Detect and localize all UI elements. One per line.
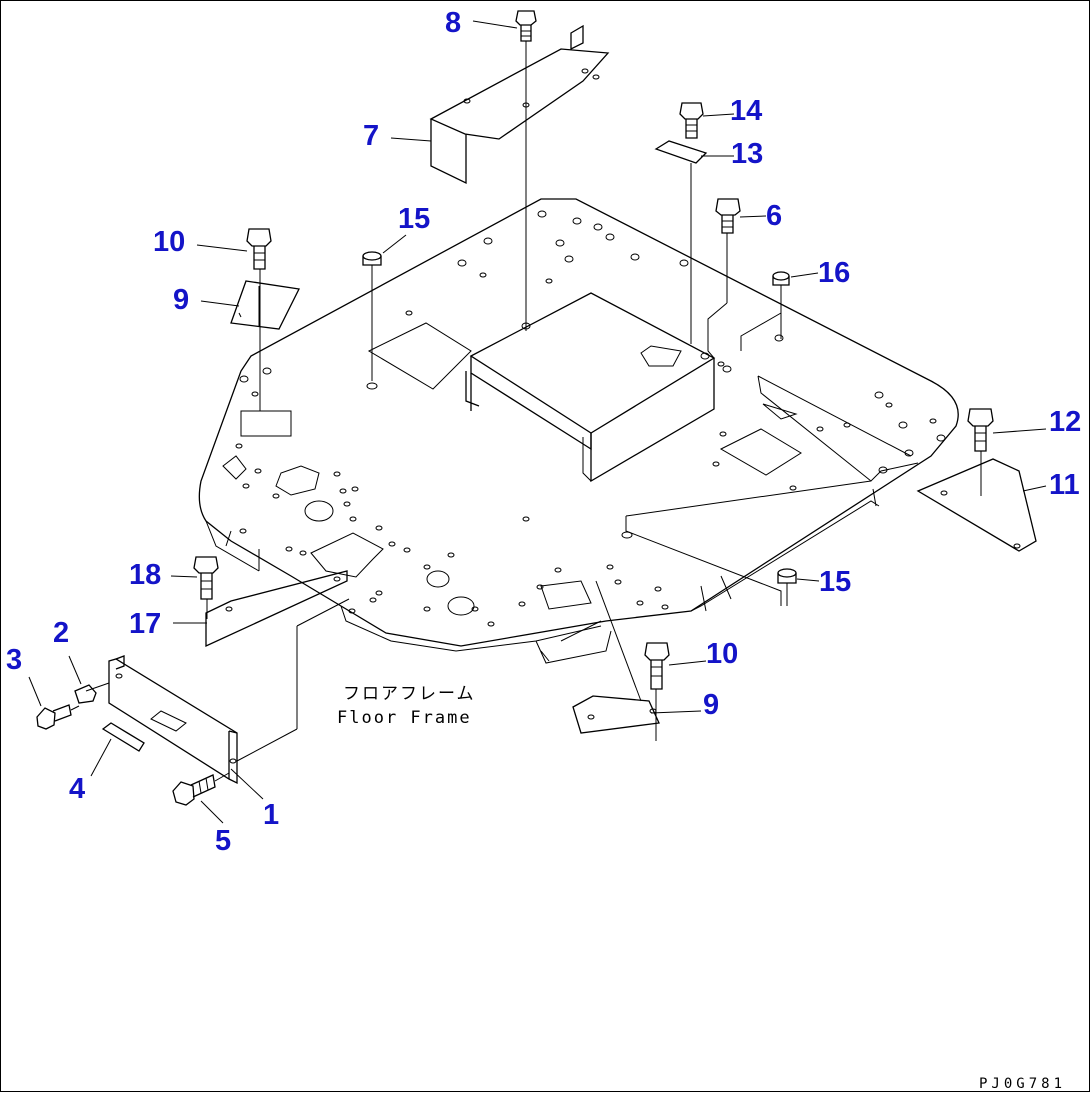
callout-8: 8 [445, 7, 461, 39]
callout-18: 18 [129, 559, 161, 591]
part-3-bolt [36, 704, 80, 730]
part-9-plate-lower [572, 695, 660, 734]
callout-1: 1 [263, 799, 279, 831]
floor-plate-holes [235, 210, 946, 627]
part-15-plug-lower [777, 568, 797, 606]
callout-9-upper: 9 [173, 284, 189, 316]
part-1-cover-plate [108, 598, 350, 785]
callout-17: 17 [129, 608, 161, 640]
callout-3: 3 [6, 644, 22, 676]
part-14-bolt [679, 102, 704, 344]
callout-14: 14 [730, 95, 762, 127]
callout-15-lower: 15 [819, 566, 851, 598]
callout-16: 16 [818, 257, 850, 289]
caption-english: Floor Frame [337, 708, 472, 728]
callout-12: 12 [1049, 406, 1081, 438]
drawing-code: PJ0G781 [979, 1076, 1066, 1092]
front-step-bracket [535, 630, 612, 664]
plate-cutout-right [719, 428, 802, 476]
part-11-plate [916, 458, 1037, 552]
part-5-bolt [172, 772, 230, 806]
console-box [465, 292, 725, 483]
part-10-bolt-upper [246, 228, 272, 411]
callout-10-lower: 10 [706, 638, 738, 670]
floor-plate-outline [198, 198, 959, 647]
part-10-bolt-lower [595, 580, 670, 741]
callout-5: 5 [215, 825, 231, 857]
callout-10-upper: 10 [153, 226, 185, 258]
part-8-bolt [515, 10, 537, 331]
plate-cutout [240, 410, 292, 437]
callout-2: 2 [53, 617, 69, 649]
part-17-bracket [205, 570, 348, 648]
part-9-plate-upper [230, 280, 300, 330]
part-4-strip [101, 722, 145, 752]
part-13-plate [654, 140, 708, 164]
callout-6: 6 [766, 200, 782, 232]
part-7-cover [429, 24, 610, 185]
callout-4: 4 [69, 773, 85, 805]
callout-13: 13 [731, 138, 763, 170]
callout-labels: 8 7 14 13 6 15 16 10 9 12 11 18 15 17 3 … [6, 7, 1081, 857]
part-2-clip [74, 684, 97, 704]
part-18-bolt [193, 556, 219, 619]
part-12-bolt [967, 408, 994, 496]
callout-9-lower: 9 [703, 689, 719, 721]
leader-lines [28, 20, 1047, 824]
callout-11: 11 [1049, 469, 1080, 501]
part-16-plug [740, 271, 790, 351]
callout-7: 7 [363, 120, 379, 152]
part-6-bolt [707, 198, 741, 359]
caption-japanese: フロアフレーム [343, 684, 476, 704]
callout-15-upper: 15 [398, 203, 430, 235]
floor-plate-skirt [205, 488, 880, 652]
part-15-plug-upper [362, 251, 382, 390]
